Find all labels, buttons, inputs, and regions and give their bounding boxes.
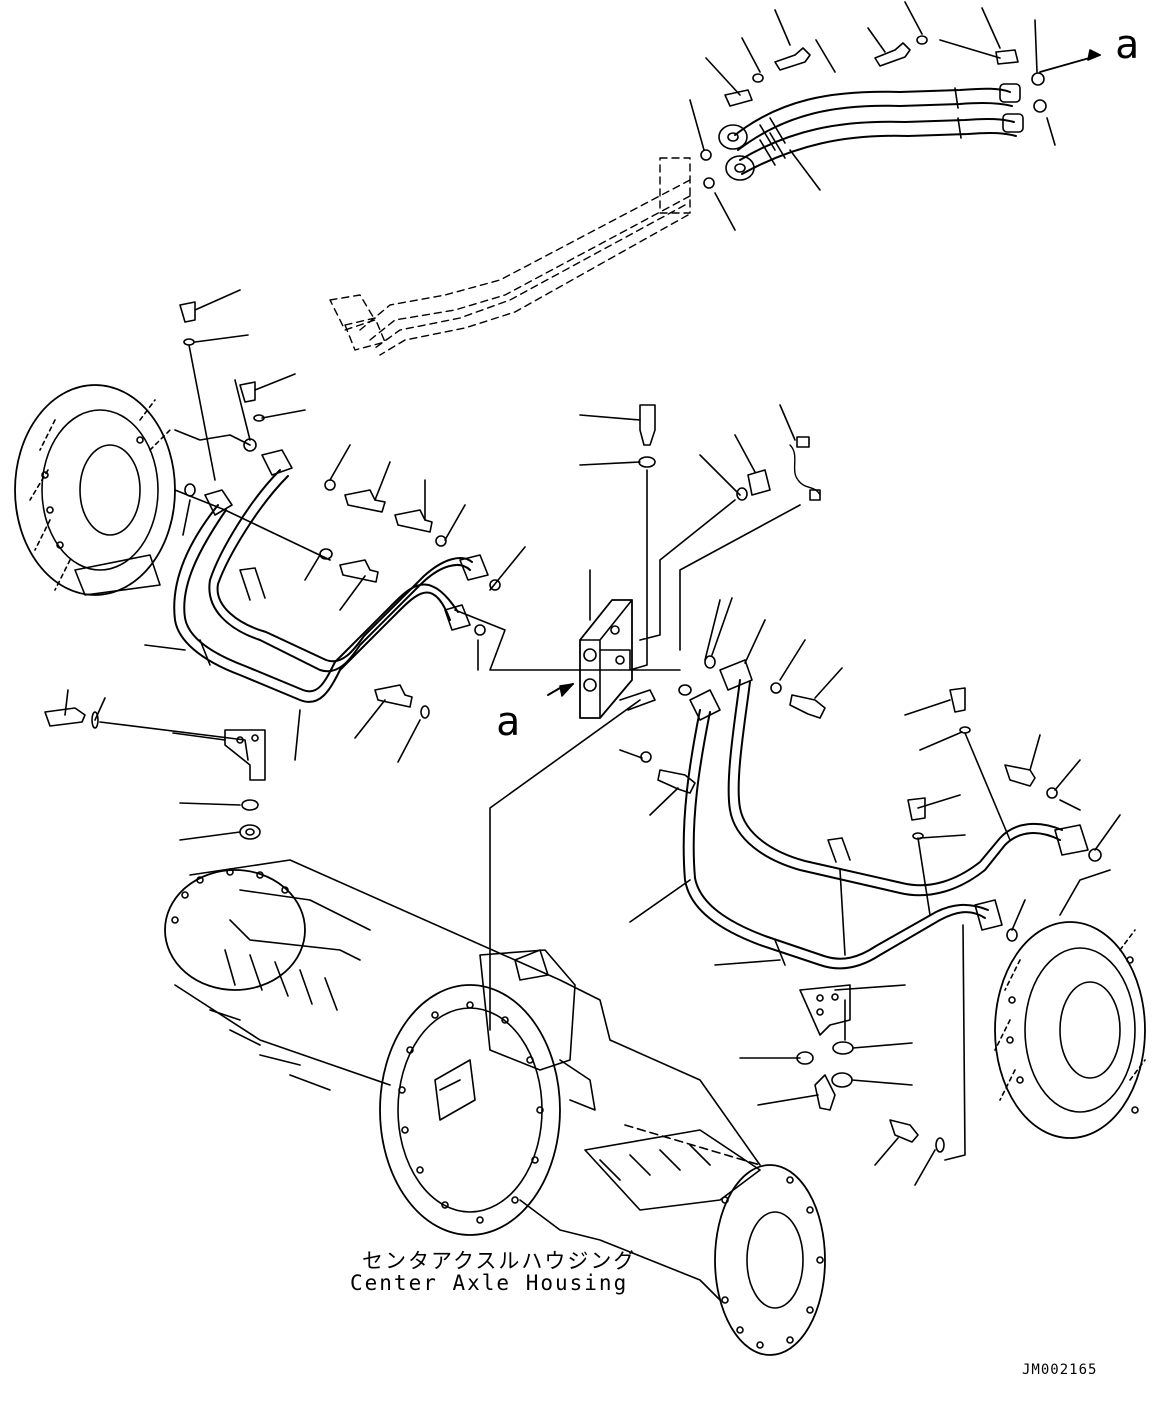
- center-valve-block: [454, 404, 821, 1031]
- caption-japanese: センタアクスルハウジング: [362, 1249, 637, 1273]
- right-brake-disc: [994, 921, 1146, 1139]
- caption-english: Center Axle Housing: [350, 1271, 629, 1295]
- left-brake-disc: [14, 384, 176, 596]
- drawing-id: JM002165: [1022, 1362, 1098, 1378]
- reference-label-mid: a: [496, 699, 521, 745]
- right-brake-pipes: [619, 597, 1121, 1186]
- center-axle-housing: [164, 859, 826, 1356]
- reference-label-top: a: [1115, 22, 1140, 68]
- upper-hose-assembly: [689, 1, 1101, 231]
- left-brake-pipes: [44, 289, 526, 841]
- phantom-pipes: [329, 157, 691, 356]
